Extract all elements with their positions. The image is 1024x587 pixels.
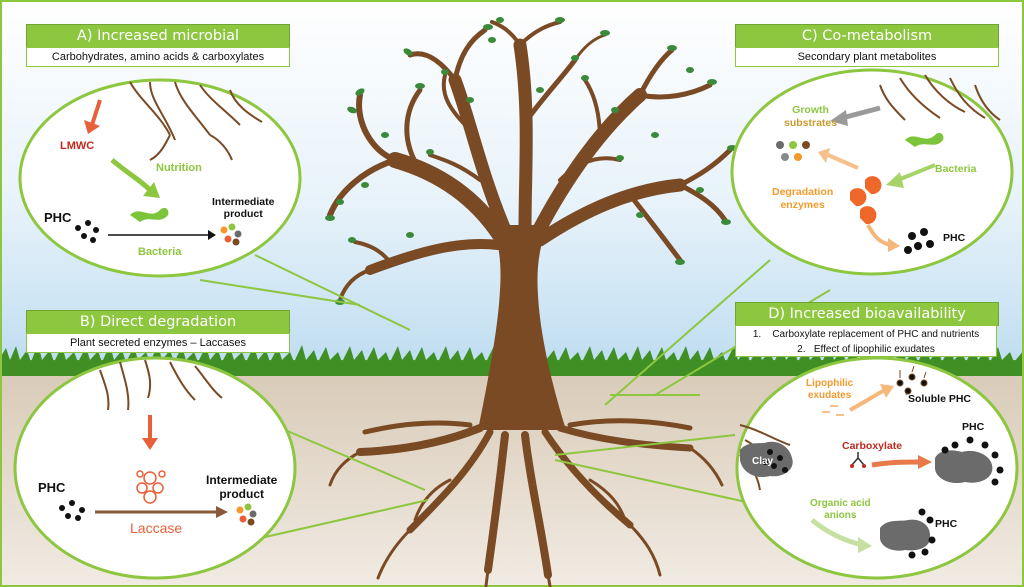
panel-c-degradation-line2: enzymes bbox=[780, 199, 825, 211]
panel-d-clay-label: Clay bbox=[752, 456, 774, 467]
panel-a-product-line2: product bbox=[223, 208, 263, 220]
panel-c-title: C) Co-metabolism bbox=[735, 24, 999, 48]
panel-a-title: A) Increased microbial biomass/activity bbox=[26, 24, 290, 66]
panel-b-subtitle: Plant secreted enzymes – Laccases bbox=[26, 333, 290, 353]
panel-d-list: 1. Carboxylate replacement of PHC and nu… bbox=[735, 325, 997, 357]
panel-b-product-line2: product bbox=[219, 487, 265, 501]
panel-c-growth-label: Growth substrates bbox=[784, 104, 837, 130]
panel-d-item-2: 2. Effect of lipophilic exudates bbox=[797, 344, 935, 355]
panel-d-lipophilic-line2: exudates bbox=[807, 390, 852, 401]
circle-c-shape bbox=[730, 68, 1014, 276]
panel-c-phc-label: PHC bbox=[943, 232, 966, 244]
panel-d-organic-line1: Organic acid bbox=[810, 498, 871, 509]
panel-b-laccase-label: Laccase bbox=[130, 520, 183, 536]
panel-c-bacteria-label: Bacteria bbox=[935, 163, 977, 175]
tree-trunk bbox=[478, 225, 566, 430]
tree-leaves bbox=[325, 17, 737, 305]
panel-b-phc-label: PHC bbox=[38, 480, 66, 495]
panel-a-product-line1: Intermediate bbox=[212, 196, 275, 208]
circle-a-shape bbox=[18, 78, 302, 278]
panel-d-lipophilic-label: Lipophilic exudates bbox=[806, 378, 853, 402]
panel-d-organic-label: Organic acid anions bbox=[810, 498, 871, 522]
tree bbox=[327, 20, 733, 430]
circle-d-shape bbox=[735, 356, 1019, 580]
panel-a-nutrition-label: Nutrition bbox=[156, 162, 202, 174]
panel-d-soluble-phc-label: Soluble PHC bbox=[908, 393, 972, 405]
panel-b-product-label: Intermediate product bbox=[206, 473, 277, 501]
connector-lines bbox=[199, 254, 831, 546]
panel-a-subtitle: Carbohydrates, amino acids & carboxylate… bbox=[26, 47, 290, 67]
panel-c-growth-line2: substrates bbox=[784, 117, 838, 129]
panel-c-growth-line1: Growth bbox=[792, 104, 829, 116]
panel-a-phc-label: PHC bbox=[44, 210, 72, 225]
panel-a-bacteria-label: Bacteria bbox=[138, 246, 182, 258]
panel-d-item-1: 1. Carboxylate replacement of PHC and nu… bbox=[752, 329, 980, 340]
panel-b-product-line1: Intermediate bbox=[206, 473, 278, 487]
panel-d-lipophilic-line1: Lipophilic bbox=[806, 378, 854, 389]
panel-c-degradation-label: Degradation enzymes bbox=[772, 186, 833, 212]
panel-c-degradation-line1: Degradation bbox=[772, 186, 834, 198]
panel-d-title: D) Increased bioavailability bbox=[735, 302, 999, 326]
panel-a-lmwc-label: LMWC bbox=[60, 140, 95, 152]
panel-d-organic-line2: anions bbox=[824, 510, 857, 521]
panel-d-phc-top-label: PHC bbox=[962, 421, 985, 433]
panel-d-carboxylate-label: Carboxylate bbox=[842, 440, 903, 452]
tree-roots bbox=[328, 418, 724, 587]
panel-b-title: B) Direct degradation bbox=[26, 310, 290, 334]
circle-b-shape bbox=[13, 356, 297, 580]
panel-d-phc-bottom-label: PHC bbox=[935, 518, 958, 530]
panel-a-product-label: Intermediate product bbox=[212, 196, 274, 220]
panel-c-subtitle: Secondary plant metabolites bbox=[735, 47, 999, 67]
